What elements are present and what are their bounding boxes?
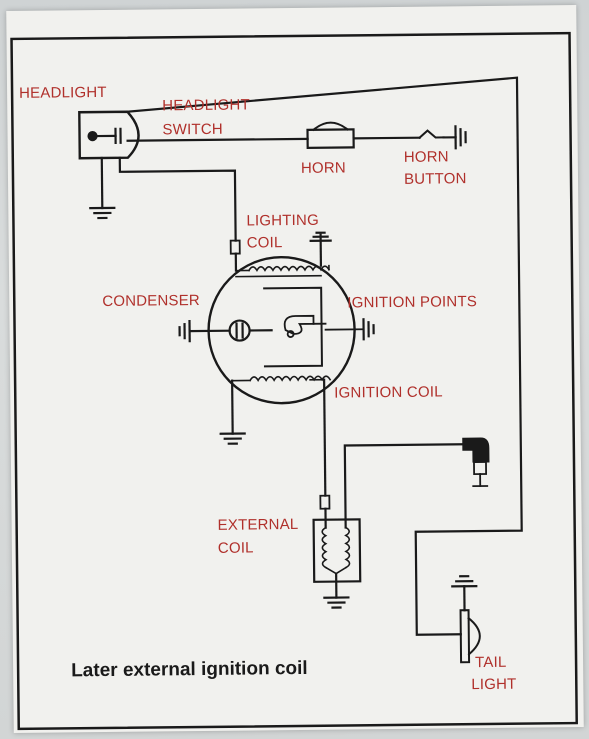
horn-button-label-2: BUTTON [403, 170, 467, 188]
horn-icon [306, 121, 421, 149]
ignition-coil-label: IGNITION COIL [334, 383, 443, 402]
horn-button-icon [418, 125, 467, 150]
connector-icon [229, 239, 241, 255]
horn-wire [126, 137, 309, 142]
lighting-coil-ground-icon [309, 231, 332, 267]
ignition-lead-wire [323, 378, 327, 497]
headlight-label: HEADLIGHT [19, 83, 107, 102]
ht-lead-wire [343, 443, 464, 529]
horn-label: HORN [300, 159, 346, 177]
diagram-caption: Later external ignition coil [71, 657, 308, 682]
headlight-switch-label-2: SWITCH [162, 120, 223, 139]
lighting-coil-wire [118, 156, 237, 242]
external-coil-label-2: COIL [217, 539, 254, 557]
external-coil-ground-icon [323, 596, 350, 609]
condenser-icon [188, 319, 273, 342]
tail-light-label-2: LIGHT [471, 675, 517, 694]
tail-light-ground-icon [451, 575, 478, 588]
condenser-label: CONDENSER [102, 291, 201, 311]
external-coil-icon [312, 507, 362, 599]
connector-icon [319, 494, 331, 510]
headlight-switch-label-1: HEADLIGHT [162, 96, 250, 115]
points-ground-icon [362, 318, 375, 341]
tail-light-label-1: TAIL [474, 653, 507, 672]
lighting-coil-label-2: COIL [246, 234, 283, 252]
ignition-coil-winding-icon [231, 375, 332, 382]
stator-ground-icon [219, 432, 246, 445]
headlight-icon [78, 110, 140, 210]
ignition-points-icon [283, 314, 365, 338]
ignition-points-label: IGNITION POINTS [347, 293, 478, 312]
diagram-border [10, 31, 578, 731]
wiring-diagram [10, 31, 578, 731]
diagram-sheet: HEADLIGHT HEADLIGHT SWITCH HORN HORN BUT… [6, 5, 584, 733]
condenser-ground-icon [178, 319, 191, 343]
horn-button-label-1: HORN [403, 148, 449, 166]
ground-icon [89, 206, 116, 220]
lighting-coil-label-1: LIGHTING [246, 211, 319, 230]
points-bracket [263, 286, 323, 368]
external-coil-label-1: EXTERNAL [217, 515, 299, 534]
lighting-coil-icon [235, 264, 331, 278]
tail-light-icon [459, 585, 481, 664]
spark-plug-icon [462, 437, 490, 488]
stator-ground-wire [231, 379, 234, 435]
tail-light-wire [126, 76, 523, 636]
